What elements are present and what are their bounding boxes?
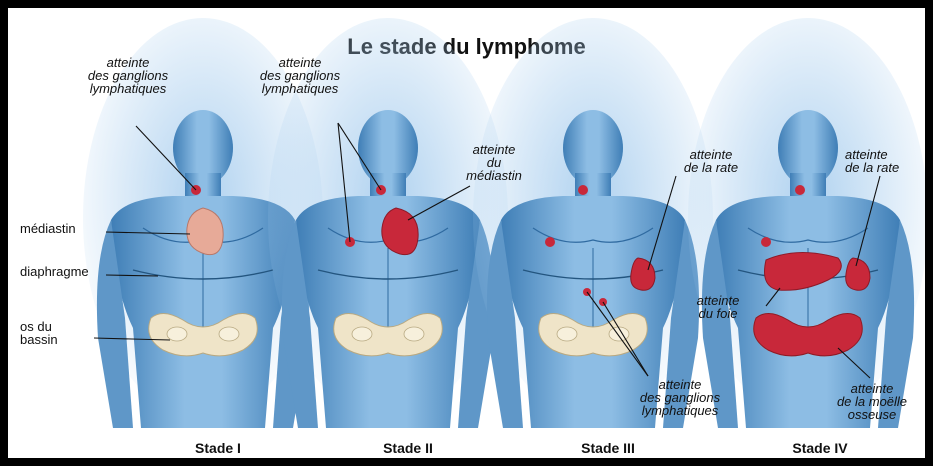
callout-s4-foie: atteinte du foie [676,294,760,320]
label-os-bassin: os du bassin [20,320,58,346]
diagram-frame: Le stade du lymphome [8,8,925,458]
stage-label-4: Stade IV [760,440,880,456]
stage-4-body [688,18,925,428]
callout-s3-rate: atteinte de la rate [666,148,756,174]
callout-s4-moelle: atteinte de la moëlle osseuse [822,382,922,421]
callout-s3-ganglions: atteinte des ganglions lymphatiques [620,378,740,417]
stage-label-2: Stade II [348,440,468,456]
callout-s2-mediastin: atteinte du médiastin [444,143,544,182]
stage-3-body [473,18,713,428]
label-diaphragme: diaphragme [20,265,89,278]
stage-label-1: Stade I [158,440,278,456]
callout-s2-ganglions: atteinte des ganglions lymphatiques [240,56,360,95]
stage-label-3: Stade III [548,440,668,456]
label-mediastin: médiastin [20,222,76,235]
callout-s1-ganglions: atteinte des ganglions lymphatiques [68,56,188,95]
callout-s4-rate: atteinte de la rate [845,148,925,174]
